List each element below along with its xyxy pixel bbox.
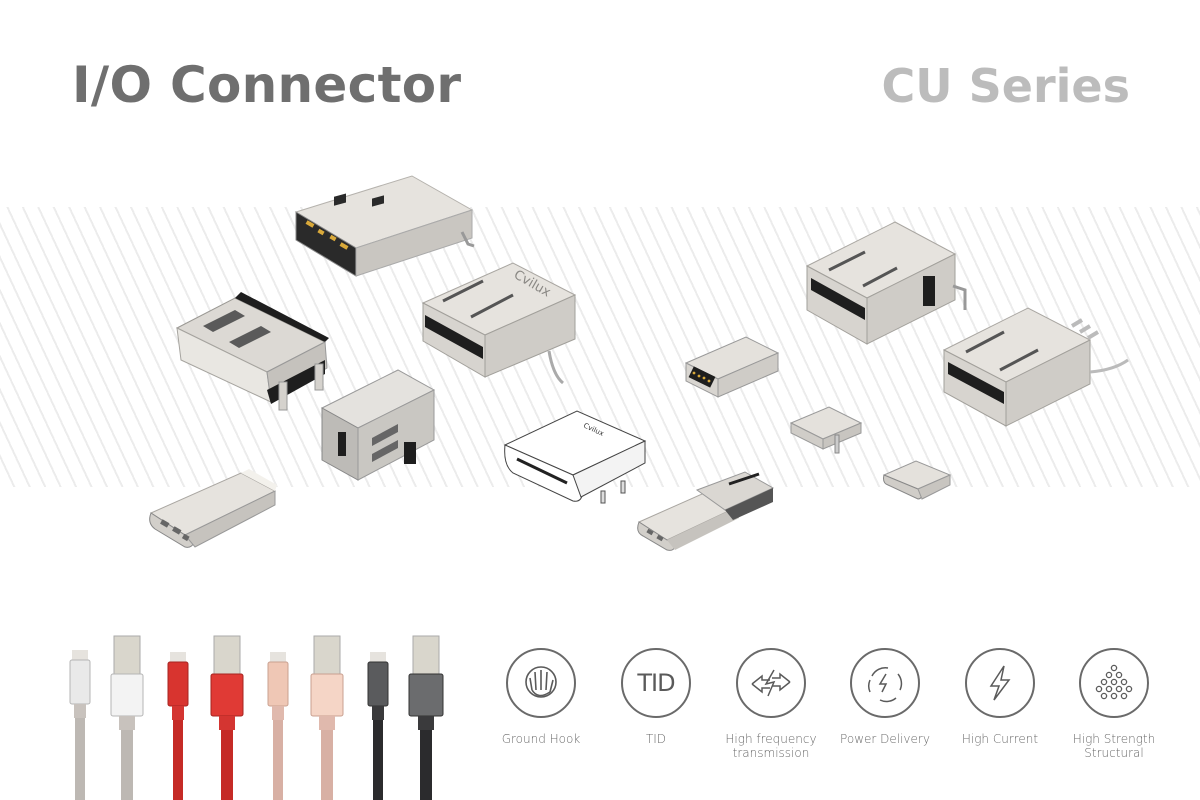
cable-usb-a-silver [110, 632, 144, 800]
cable-lineup [60, 632, 460, 800]
series-title: CU Series [881, 59, 1131, 113]
lightning-icon [965, 648, 1035, 718]
product-micro-usb [789, 403, 864, 458]
feature-label: Structural [1084, 746, 1144, 760]
cable-usb-a-space-gray [408, 632, 444, 800]
cable-lightning-space-gray [366, 632, 390, 800]
product-usb-a-vertical [318, 368, 438, 488]
cable-lightning-red [166, 632, 190, 800]
product-usb-a-receptacle-cvilux: Cvilux [413, 255, 578, 390]
product-mini-usb [684, 333, 784, 403]
product-usb-c-plug-right [635, 470, 775, 560]
feature-label: Ground Hook [501, 732, 581, 746]
feature-label: transmission [732, 746, 810, 760]
product-usb-a-receptacle-right [942, 302, 1132, 432]
tid-icon: TID [621, 648, 691, 718]
feature-label: High frequency [725, 732, 817, 746]
page-title: I/O Connector [72, 56, 462, 114]
product-usb-c-receptacle-outline: Cvilux [503, 405, 648, 505]
feature-high-current: High Current [945, 648, 1055, 746]
product-usb-a-receptacle-top-right [805, 220, 975, 350]
feature-label: Power Delivery [840, 732, 930, 746]
cable-usb-a-red [210, 632, 244, 800]
feature-label: High Strength [1072, 732, 1156, 746]
lattice-structure-icon [1079, 648, 1149, 718]
cable-lightning-rose-gold [266, 632, 290, 800]
feature-ground-hook: Ground Hook [486, 648, 596, 746]
product-hdmi-receptacle [175, 290, 330, 415]
bidirectional-lightning-icon [736, 648, 806, 718]
feature-label: High Current [961, 732, 1039, 746]
feature-label: TID [645, 732, 667, 746]
cable-usb-a-rose-gold [310, 632, 344, 800]
product-usb-c-plug-left [145, 465, 280, 555]
power-cycle-icon [850, 648, 920, 718]
hand-icon [506, 648, 576, 718]
feature-tid: TID TID [601, 648, 711, 746]
product-usb-a-plug [292, 172, 477, 282]
product-usb-c-small [882, 457, 954, 505]
feature-power-delivery: Power Delivery [830, 648, 940, 746]
cable-lightning-silver [68, 632, 92, 800]
